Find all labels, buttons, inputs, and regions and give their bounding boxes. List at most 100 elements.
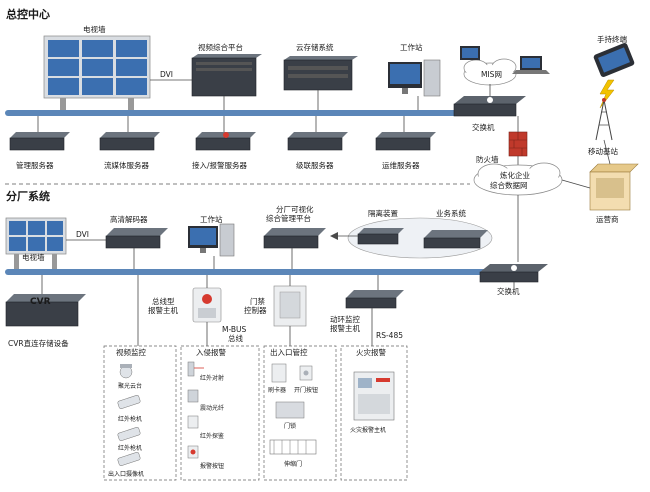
bus-alarm-host-device <box>192 275 222 323</box>
cloud-storage-label: 云存储系统 <box>296 42 334 52</box>
intrusion-item-label: 红外对射 <box>200 374 224 382</box>
mis-network-label: MIS网 <box>481 70 502 79</box>
video-platform-label: 视频综合平台 <box>198 42 243 52</box>
branch-switch-label: 交换机 <box>497 286 520 296</box>
mis-network-cloud <box>460 46 550 100</box>
business-system-label: 业务系统 <box>436 208 466 218</box>
intrusion-subsystem-title: 入侵报警 <box>196 347 226 357</box>
fire-alarm-host-icon <box>353 371 395 421</box>
access-devices <box>269 363 317 455</box>
operator-network-label: 运营商 <box>596 214 619 224</box>
enterprise-network-cloud <box>473 162 591 262</box>
power-monitor-device <box>345 275 515 309</box>
branch-workstation-device <box>188 223 235 269</box>
operator-building <box>589 139 639 211</box>
branch-platform-line2: 综合管理平台 <box>266 213 311 223</box>
access-item-label: 开门按钮 <box>294 386 318 394</box>
hq-tv-wall-label: 电视墙 <box>83 24 106 34</box>
cvr-badge: CVR <box>30 297 51 307</box>
isolation-zone <box>330 217 493 259</box>
camera-icon <box>119 364 133 379</box>
rs485-label: RS-485 <box>376 331 403 340</box>
power-monitor-label: 动环监控 报警主机 <box>330 314 362 333</box>
handheld-device <box>593 43 635 77</box>
hd-decoder-label: 高清解码器 <box>110 214 148 224</box>
video-item-label: 红外枪机 <box>118 415 142 423</box>
camera-icon <box>117 452 141 466</box>
intrusion-item-label: 红外探鉴 <box>200 432 224 440</box>
hq-workstation-device <box>388 59 441 110</box>
intrusion-item-label: 震动光纤 <box>200 404 224 412</box>
hd-decoder-device <box>105 228 168 269</box>
bus-alarm-host-line2: 报警主机 <box>148 305 178 315</box>
mbus-line1: M-BUS <box>222 325 247 334</box>
access-subsystem-box <box>263 345 337 481</box>
branch-bus <box>5 269 505 275</box>
fire-subsystem-box <box>340 345 408 481</box>
video-subsystem-title: 视频监控 <box>116 347 146 357</box>
branch-platform-device <box>263 228 326 269</box>
firewall-label: 防火墙 <box>476 154 499 164</box>
access-item-label: 伸缩门 <box>284 460 302 468</box>
fire-item-label: 火灾报警主机 <box>350 426 386 434</box>
hq-tv-wall <box>43 35 151 110</box>
server-label: 流媒体服务器 <box>104 160 149 170</box>
sensor-icon <box>187 361 204 377</box>
server-label: 接入/报警服务器 <box>192 160 248 170</box>
card-reader-icon <box>271 363 287 383</box>
hq-switch-label: 交换机 <box>472 122 495 132</box>
fire-subsystem-title: 火灾报警 <box>356 347 386 357</box>
intrusion-devices <box>187 361 204 459</box>
mbus-label: M-BUS 总线 <box>222 325 249 343</box>
bus-alarm-host-line1: 总线型 <box>152 296 175 306</box>
enterprise-network-line2: 综合数据网 <box>490 180 528 190</box>
power-monitor-line2: 报警主机 <box>330 323 360 333</box>
video-devices <box>117 364 141 466</box>
camera-icon <box>117 395 141 409</box>
video-item-label: 红外枪机 <box>118 444 142 452</box>
video-subsystem-box <box>103 345 177 481</box>
door-controller-line2: 控制器 <box>244 305 267 315</box>
hq-bus <box>5 110 475 116</box>
access-item-label: 门锁 <box>284 422 296 430</box>
hq-section-title: 总控中心 <box>6 7 50 21</box>
hq-switch-device <box>453 96 526 117</box>
hq-dvi-label: DVI <box>160 70 173 79</box>
door-button-icon <box>299 365 313 381</box>
branch-section-title: 分厂系统 <box>6 189 50 203</box>
access-item-label: 刷卡器 <box>268 386 286 394</box>
sensor-icon <box>187 415 199 429</box>
isolation-device-label: 隔离装置 <box>368 208 398 218</box>
enterprise-network-label: 炼化企业 综合数据网 <box>490 170 532 190</box>
lock-icon <box>275 401 305 419</box>
server-label: 管理服务器 <box>16 160 54 170</box>
alarm-button-icon <box>187 445 199 459</box>
access-subsystem-title: 出入口管控 <box>270 347 308 357</box>
video-item-label: 出入口摄像机 <box>108 470 144 478</box>
enterprise-network-line1: 炼化企业 <box>500 170 530 180</box>
branch-tv-wall-label: 电视墙 <box>22 252 45 262</box>
cvr-device: CVR <box>5 275 86 327</box>
base-station-label: 移动基站 <box>588 146 618 156</box>
server-label: 运维服务器 <box>382 160 420 170</box>
hq-workstation-label: 工作站 <box>400 42 423 52</box>
video-platform-device <box>191 54 262 110</box>
mbus-line2: 总线 <box>228 333 243 343</box>
bus-alarm-host-label: 总线型 报警主机 <box>148 296 178 315</box>
server-device <box>195 116 256 151</box>
server-device <box>9 116 70 151</box>
cvr-label: CVR直连存储设备 <box>8 338 69 348</box>
branch-platform-line1: 分厂可视化 <box>276 204 314 214</box>
server-device <box>287 116 348 151</box>
video-item-label: 聚光云台 <box>118 382 142 390</box>
base-station-tower-icon <box>595 98 613 141</box>
branch-workstation-label: 工作站 <box>200 214 223 224</box>
intrusion-item-label: 报警按钮 <box>200 462 224 470</box>
door-controller-label: 门禁 控制器 <box>244 297 267 315</box>
gate-icon <box>269 439 317 455</box>
server-device <box>99 116 160 151</box>
branch-tv-wall <box>5 217 67 269</box>
power-monitor-line1: 动环监控 <box>330 314 360 324</box>
